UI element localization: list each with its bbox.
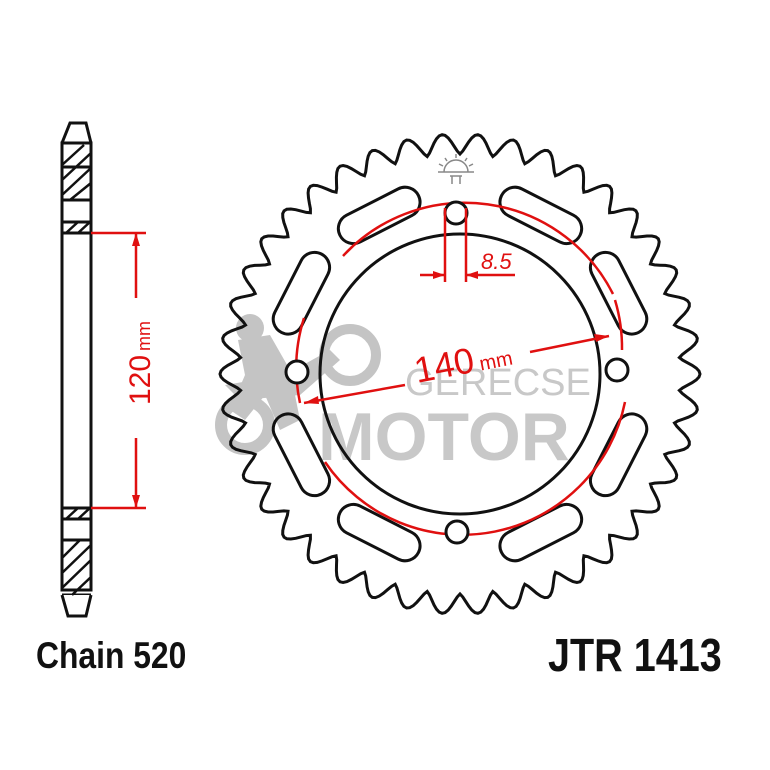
lightening-slots: [271, 185, 649, 563]
lightening-slot: [498, 185, 584, 246]
side-profile: [60, 121, 93, 618]
part-number-label: JTR 1413: [548, 629, 722, 681]
chain-size-label: Chain 520: [36, 635, 187, 676]
center-bore: [318, 232, 602, 516]
sun-logo-icon: [438, 154, 474, 184]
motorcycle-rider-icon: [215, 314, 381, 455]
hole-dimension: [420, 208, 515, 282]
lightening-slot: [336, 502, 422, 563]
watermark-line1: GERECSE: [405, 362, 591, 404]
lightening-slot: [588, 250, 649, 336]
bolt-hole-left: [284, 359, 310, 385]
height-dimension-value: 120mm: [124, 321, 157, 405]
lightening-slot: [336, 185, 422, 246]
watermark: GERECSE MOTOR: [215, 314, 591, 475]
bolt-hole-top: [443, 200, 469, 226]
bolt-circle-dimension: [303, 334, 610, 405]
lightening-slot: [271, 412, 332, 498]
lightening-slot: [498, 502, 584, 563]
lightening-slot: [588, 412, 649, 498]
sprocket-teeth-outline: [218, 133, 702, 615]
bolt-hole-right: [604, 357, 630, 383]
bolt-hole-bottom: [444, 519, 470, 545]
watermark-line2: MOTOR: [318, 399, 570, 475]
height-dimension: [91, 231, 146, 510]
hole-dimension-value: 8.5: [481, 249, 512, 274]
lightening-slot: [271, 250, 332, 336]
